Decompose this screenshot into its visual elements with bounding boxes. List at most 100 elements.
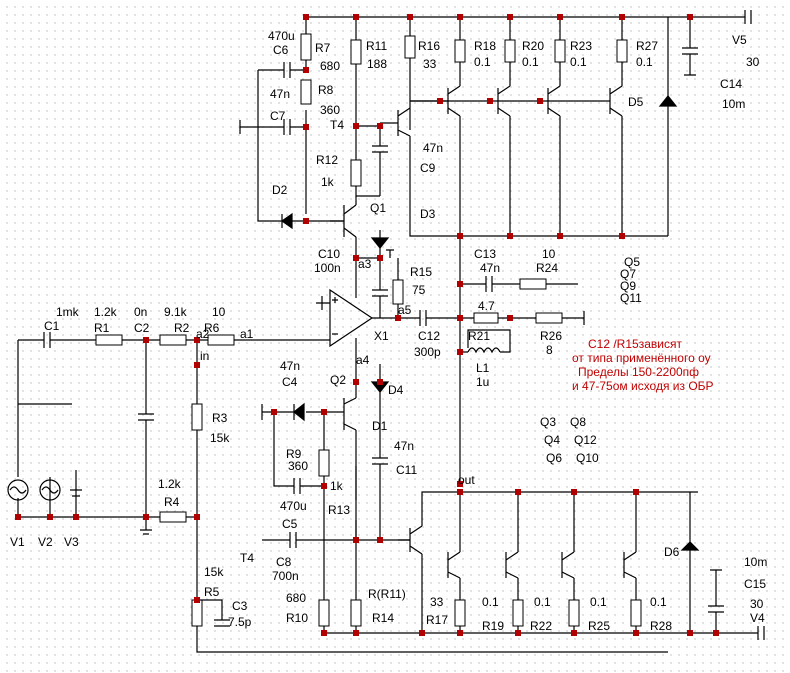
label-r11: R11 bbox=[366, 39, 388, 53]
label-c8: C8 bbox=[276, 555, 292, 569]
label-33-top: 33 bbox=[423, 57, 437, 71]
label-r18: R18 bbox=[474, 39, 497, 53]
label-r28-val: 0.1 bbox=[650, 595, 667, 609]
label-t4-top: T4 bbox=[330, 118, 345, 132]
label-c7: C7 bbox=[270, 109, 286, 123]
note-line-1: C12 /R15зависят bbox=[588, 337, 682, 351]
label-r6: R6 bbox=[204, 321, 220, 335]
label-r19: R19 bbox=[482, 619, 505, 633]
label-l1: L1 bbox=[476, 361, 490, 375]
label-4p7: 4.7 bbox=[478, 299, 495, 313]
label-470u-top: 470u bbox=[268, 29, 295, 43]
label-c1: C1 bbox=[44, 319, 60, 333]
label-8: 8 bbox=[546, 343, 553, 357]
label-r20: R20 bbox=[522, 39, 545, 53]
label-47n-c11: 47n bbox=[394, 439, 415, 453]
label-7p5p: 7.5p bbox=[228, 615, 252, 629]
label-r25: R25 bbox=[588, 619, 611, 633]
label-d4: D4 bbox=[388, 383, 404, 397]
label-out: out bbox=[458, 473, 475, 487]
label-1mk: 1mk bbox=[56, 305, 79, 319]
label-c10: C10 bbox=[318, 247, 341, 261]
label-r13: R13 bbox=[328, 503, 351, 517]
label-v3: V3 bbox=[64, 535, 79, 549]
label-r21: R21 bbox=[468, 329, 491, 343]
label-15k-r3: 15k bbox=[210, 431, 230, 445]
note-line-4: и 47-75ом исходя из ОБР bbox=[572, 379, 714, 393]
label-c11: C11 bbox=[396, 463, 418, 477]
label-30-top: 30 bbox=[746, 55, 760, 69]
label-r-r11: R(R11) bbox=[368, 587, 406, 601]
label-r2: R2 bbox=[174, 321, 190, 335]
label-47n-c4: 47n bbox=[280, 359, 301, 373]
label-700n: 700n bbox=[272, 569, 299, 583]
label-r22-val: 0.1 bbox=[534, 595, 551, 609]
label-188: 188 bbox=[367, 57, 388, 71]
label-in: in bbox=[200, 349, 210, 363]
label-r19-val: 0.1 bbox=[482, 595, 499, 609]
label-r22: R22 bbox=[530, 619, 553, 633]
label-a2: a2 bbox=[196, 327, 210, 341]
label-q9: Q9 bbox=[620, 279, 637, 293]
label-9p1k: 9.1k bbox=[164, 305, 187, 319]
label-1p2k-r4: 1.2k bbox=[158, 477, 181, 491]
label-q6: Q6 bbox=[546, 451, 563, 465]
label-r9: R9 bbox=[286, 447, 302, 461]
label-r15: R15 bbox=[410, 265, 433, 279]
label-d2: D2 bbox=[272, 183, 288, 197]
label-r5: R5 bbox=[204, 585, 220, 599]
note-line-2: от типа применённого оу bbox=[572, 351, 711, 365]
label-470u-c5: 470u bbox=[280, 499, 307, 513]
label-r7: R7 bbox=[315, 41, 331, 55]
label-r3: R3 bbox=[212, 411, 228, 425]
label-a1: a1 bbox=[240, 327, 254, 341]
label-d1: D1 bbox=[372, 419, 388, 433]
label-r17: R17 bbox=[426, 613, 449, 627]
label-r27: R27 bbox=[636, 39, 659, 53]
label-300p: 300p bbox=[414, 345, 441, 359]
label-10-r24: 10 bbox=[542, 247, 556, 261]
label-r12: R12 bbox=[316, 153, 339, 167]
label-360-top: 360 bbox=[320, 103, 341, 117]
label-c14: C14 bbox=[720, 77, 743, 91]
label-r16: R16 bbox=[418, 39, 441, 53]
label-0n: 0n bbox=[134, 305, 148, 319]
label-47n-c13: 47n bbox=[480, 261, 501, 275]
label-1k-top: 1k bbox=[321, 175, 334, 189]
label-r23-val: 0.1 bbox=[570, 55, 587, 69]
label-r8: R8 bbox=[318, 83, 334, 97]
label-75: 75 bbox=[412, 283, 426, 297]
label-360-r9: 360 bbox=[288, 459, 309, 473]
label-c5: C5 bbox=[282, 517, 298, 531]
label-r18-val: 0.1 bbox=[474, 55, 491, 69]
label-10-r6: 10 bbox=[212, 305, 226, 319]
label-a5: a5 bbox=[398, 303, 412, 317]
label-q10: Q10 bbox=[576, 451, 599, 465]
label-q12: Q12 bbox=[574, 433, 597, 447]
label-v2: V2 bbox=[38, 535, 53, 549]
label-c3: C3 bbox=[232, 599, 248, 613]
label-r20-val: 0.1 bbox=[522, 55, 539, 69]
label-x1: X1 bbox=[374, 329, 389, 343]
label-47n-c7: 47n bbox=[270, 87, 291, 101]
note-line-3: Пределы 150-2200пф bbox=[578, 365, 700, 379]
label-q4: Q4 bbox=[544, 433, 561, 447]
label-a4: a4 bbox=[356, 353, 370, 367]
label-r23: R23 bbox=[570, 39, 593, 53]
label-10m-top: 10m bbox=[722, 97, 746, 111]
label-q1: Q1 bbox=[370, 201, 387, 215]
label-c6: C6 bbox=[273, 43, 289, 57]
label-1u: 1u bbox=[476, 375, 490, 389]
label-v1: V1 bbox=[10, 535, 25, 549]
label-r14: R14 bbox=[372, 611, 395, 625]
label-q7: Q7 bbox=[620, 267, 637, 281]
label-q2: Q2 bbox=[330, 373, 347, 387]
label-r27-val: 0.1 bbox=[636, 55, 653, 69]
label-r26: R26 bbox=[540, 329, 563, 343]
label-30-v4: 30 bbox=[750, 597, 764, 611]
label-t4-bottom: T4 bbox=[240, 551, 255, 565]
label-100n: 100n bbox=[314, 261, 341, 275]
label-r24: R24 bbox=[536, 261, 559, 275]
